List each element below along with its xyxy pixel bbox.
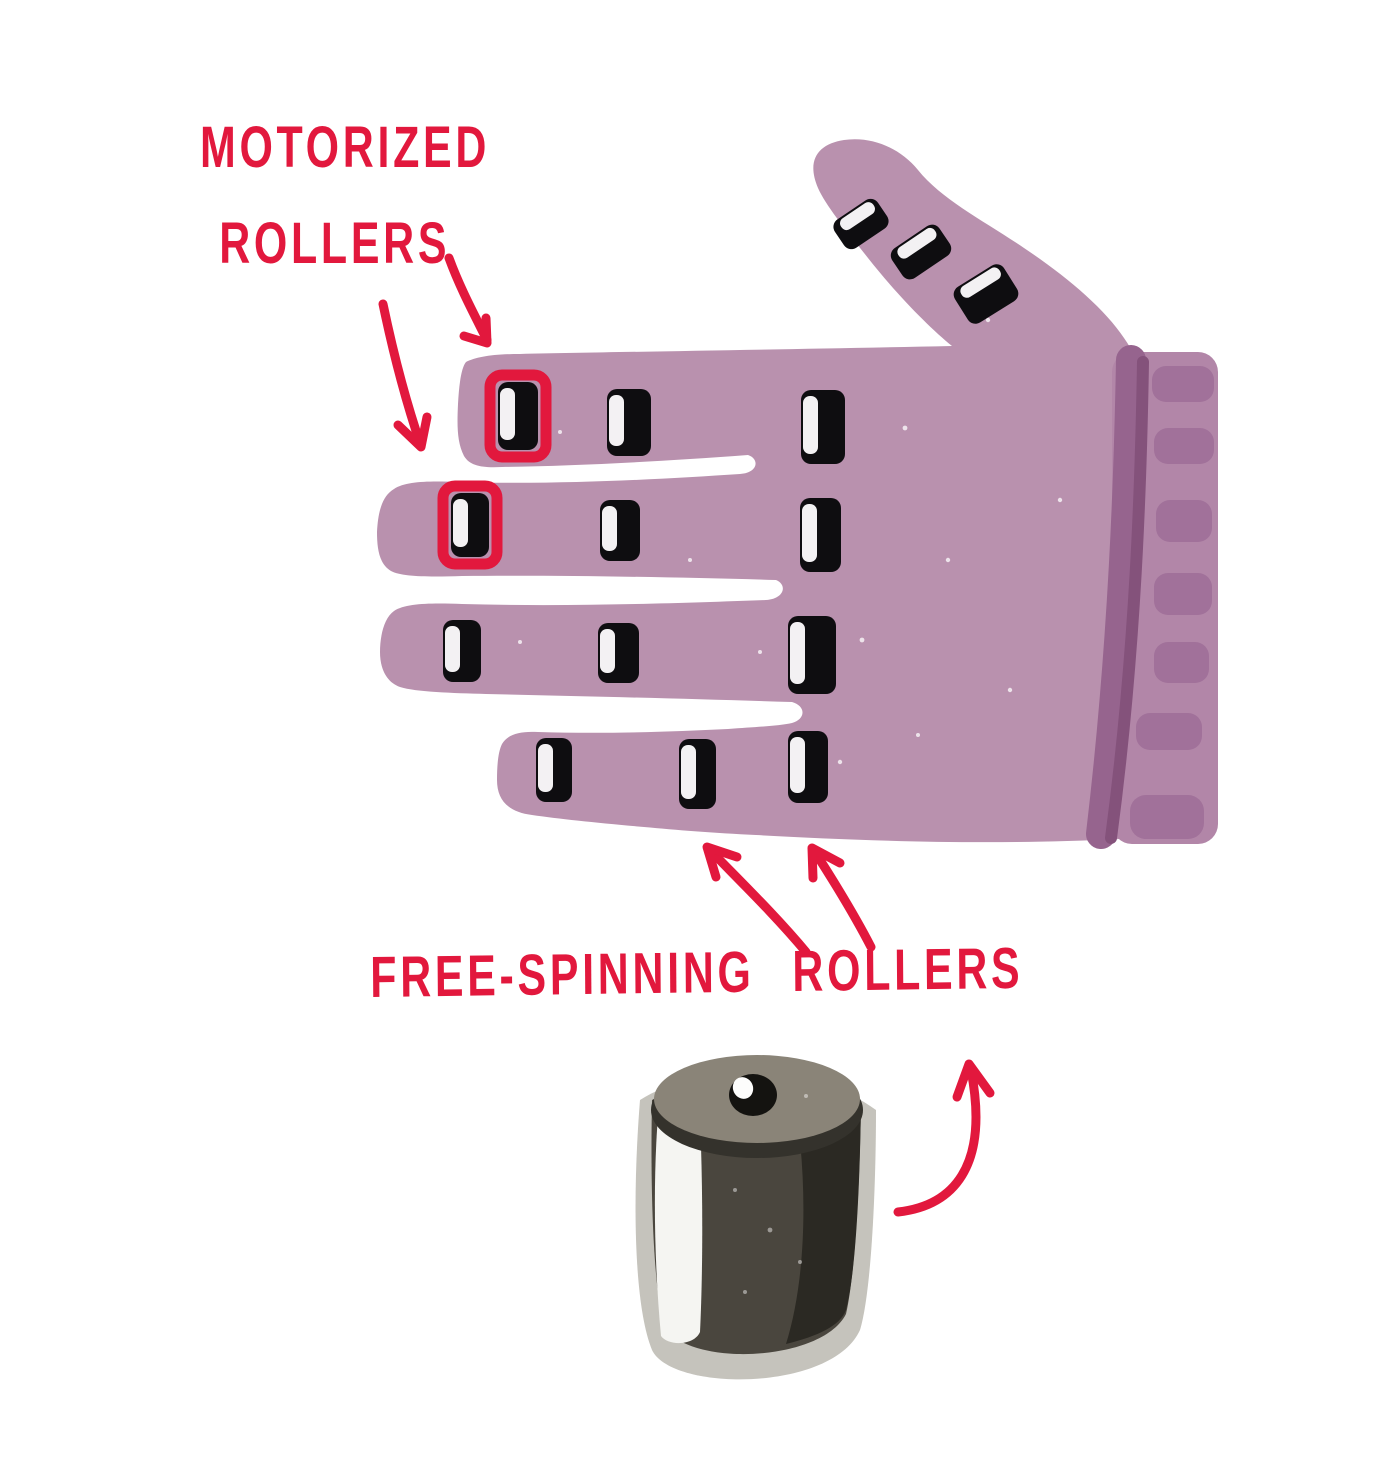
arrow-cylinder-head: [952, 1059, 995, 1102]
axle-hole-highlight: [732, 1077, 754, 1099]
label-motorized-line1: MOTORIZED: [200, 115, 491, 180]
thumb-roller: [953, 264, 1019, 324]
thumb-roller: [833, 198, 889, 250]
free-spinning-roller: [788, 616, 836, 694]
cuff-seam-line: [1105, 356, 1149, 844]
roller-cylinder: [635, 1055, 876, 1380]
cylinder-dark-side: [786, 1095, 861, 1344]
annotation-arrows: [378, 253, 995, 1217]
motorized-roller: [437, 480, 503, 570]
hand-speckles: [518, 317, 1063, 765]
arrow-free-spinning-right: [808, 844, 876, 952]
label-free-spinning-rollers: FREE-SPINNING ROLLERS: [370, 935, 1024, 1010]
arrow-cylinder: [893, 1065, 981, 1217]
free-spinning-roller: [598, 623, 639, 683]
thumb-roller: [890, 224, 952, 280]
cylinder-highlight-stripe: [654, 1110, 703, 1344]
cuff: [1086, 345, 1218, 849]
label-motorized-line2: ROLLERS: [219, 211, 451, 276]
arrow-free-spinning-left-head: [702, 842, 742, 882]
arrow-motorized-second: [378, 299, 426, 451]
free-spinning-roller: [607, 389, 651, 456]
arrow-motorized-top-head: [459, 313, 492, 348]
free-spinning-roller: [679, 739, 716, 809]
arrow-motorized-second-head: [393, 412, 432, 452]
free-spinning-roller: [443, 620, 481, 682]
free-spinning-roller: [536, 738, 572, 802]
free-spinning-roller: [788, 731, 828, 803]
label-motorized-rollers: MOTORIZED ROLLERS: [200, 100, 490, 292]
arrow-free-spinning-right-head: [807, 843, 845, 883]
rollers-layer: [437, 198, 1019, 809]
motorized-roller-outline: [437, 480, 503, 570]
cuff-seam-band: [1086, 345, 1146, 849]
free-spinning-roller: [600, 500, 640, 561]
arrow-free-spinning-left: [704, 844, 811, 957]
hand-silhouette: [377, 139, 1150, 843]
cylinder-speckles: [733, 1094, 808, 1294]
motorized-roller-outline: [484, 369, 552, 463]
free-spinning-roller: [800, 498, 841, 572]
motorized-roller: [484, 369, 552, 463]
free-spinning-roller: [801, 390, 845, 464]
cuff-ribs: [1130, 366, 1214, 839]
